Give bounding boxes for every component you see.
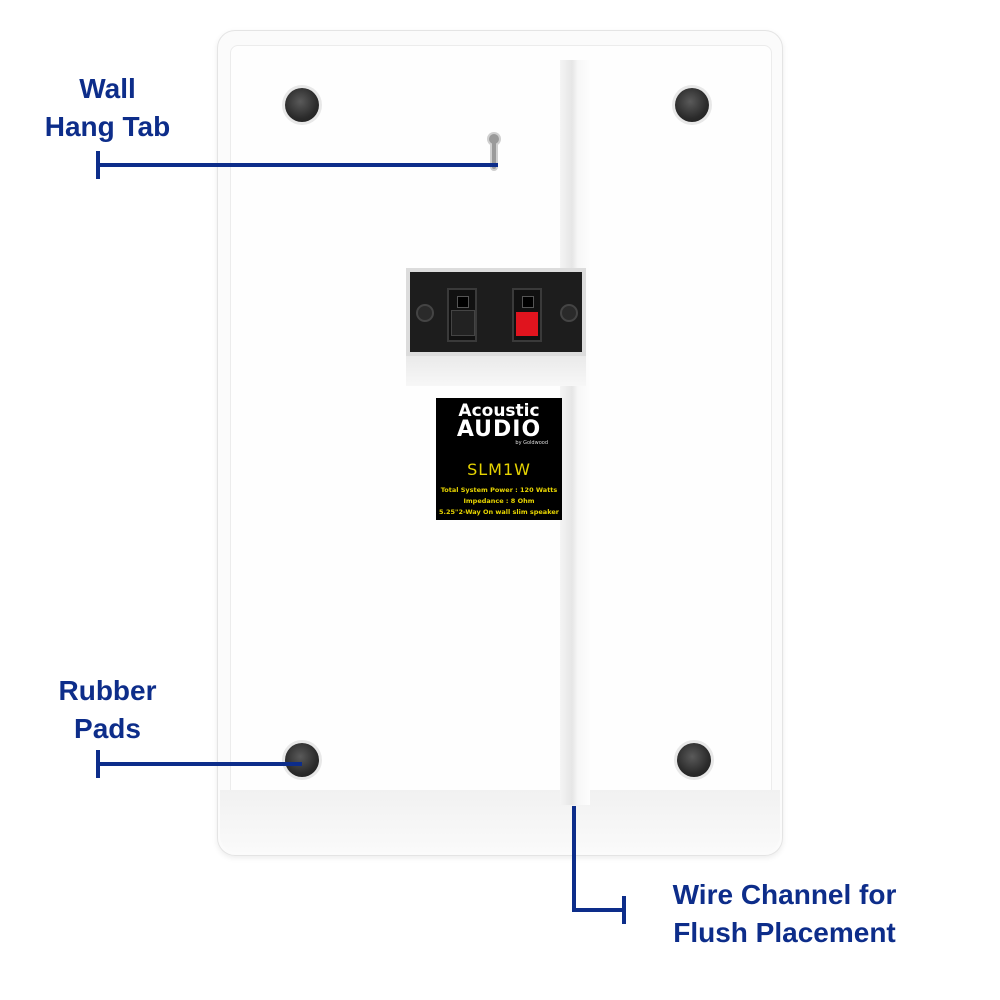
callout-line bbox=[96, 762, 302, 766]
rubber-pad-bottom-right bbox=[677, 743, 711, 777]
brand-name-audio: AUDIO bbox=[456, 417, 542, 442]
brand-name: Acoustic bbox=[458, 401, 540, 421]
callout-text: Wall bbox=[79, 73, 136, 104]
spec-power: Total System Power : 120 Watts bbox=[440, 486, 558, 494]
wire-channel bbox=[560, 60, 590, 805]
callout-rubber-pads: Rubber Pads bbox=[30, 672, 185, 748]
brand-sub: by Goldwood bbox=[515, 440, 548, 446]
rubber-pad-bottom-left bbox=[285, 743, 319, 777]
callout-text: Pads bbox=[74, 713, 141, 744]
keyhole-icon bbox=[487, 132, 501, 171]
terminal-black bbox=[447, 288, 477, 342]
callout-tick bbox=[622, 896, 626, 924]
spec-description: 5.25"2-Way On wall slim speaker bbox=[439, 508, 559, 516]
callout-text: Wire Channel for bbox=[672, 879, 897, 910]
callout-text: Flush Placement bbox=[673, 917, 896, 948]
screw-icon bbox=[416, 304, 434, 322]
callout-text: Hang Tab bbox=[44, 111, 171, 142]
terminal-shelf bbox=[406, 356, 586, 386]
rubber-pad-top-right bbox=[675, 88, 709, 122]
spec-impedance: Impedance : 8 Ohm bbox=[463, 497, 535, 505]
callout-line bbox=[572, 908, 626, 912]
model-number: SLM1W bbox=[467, 460, 531, 479]
callout-line bbox=[572, 806, 576, 912]
speaker-terminal bbox=[406, 268, 586, 356]
terminal-red bbox=[512, 288, 542, 342]
callout-text: Rubber bbox=[58, 675, 157, 706]
callout-line bbox=[96, 163, 498, 167]
callout-wire-channel: Wire Channel for Flush Placement bbox=[632, 876, 937, 952]
callout-wall-hang-tab: Wall Hang Tab bbox=[20, 70, 195, 146]
speaker-bottom-bevel bbox=[220, 790, 780, 852]
screw-icon bbox=[560, 304, 578, 322]
product-label: Acoustic AUDIO by Goldwood SLM1W Total S… bbox=[436, 398, 562, 520]
rubber-pad-top-left bbox=[285, 88, 319, 122]
